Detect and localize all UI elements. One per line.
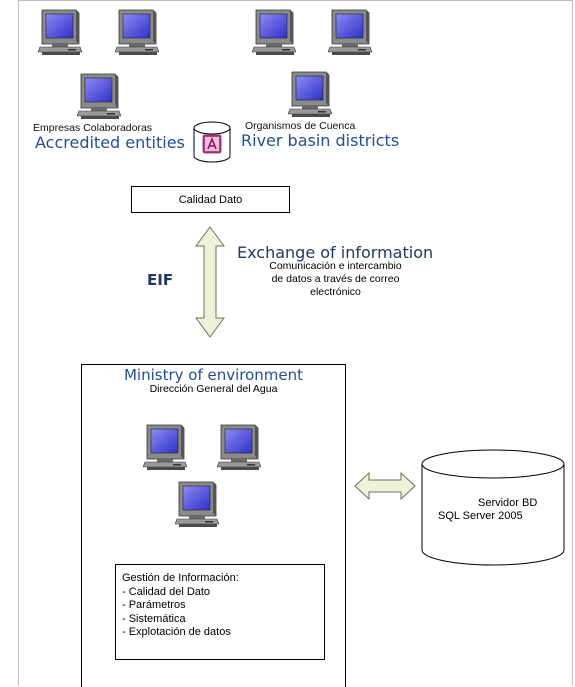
data-quality-label: Calidad Dato bbox=[178, 194, 243, 206]
management-heading: Gestión de Información: bbox=[122, 572, 239, 584]
accredited-entities-label-en: Accredited entities bbox=[35, 133, 185, 152]
page-frame bbox=[18, 0, 573, 686]
computer-icon bbox=[143, 423, 187, 471]
access-database-icon bbox=[193, 121, 231, 163]
computer-icon bbox=[328, 8, 372, 56]
computer-icon bbox=[115, 8, 159, 56]
accredited-entities-label-es: Empresas Colaboradoras bbox=[33, 122, 153, 134]
information-management-box: Gestión de Información: - Calidad del Da… bbox=[115, 564, 325, 660]
management-item: - Explotación de datos bbox=[122, 626, 231, 638]
management-item: - Parámetros bbox=[122, 599, 186, 611]
computer-icon bbox=[38, 8, 82, 56]
computer-icon bbox=[217, 423, 261, 471]
ministry-subtitle: Dirección General del Agua bbox=[149, 383, 278, 395]
exchange-title: Exchange of information bbox=[237, 243, 434, 262]
computer-icon bbox=[252, 8, 296, 56]
management-item: - Sistemática bbox=[122, 612, 186, 625]
river-basin-label-en: River basin districts bbox=[241, 131, 400, 150]
server-software: SQL Server 2005 bbox=[438, 510, 523, 522]
computer-icon bbox=[175, 480, 219, 528]
computer-icon bbox=[77, 72, 121, 120]
exchange-desc-line: de datos a través de correo bbox=[271, 273, 400, 285]
eif-label: EIF bbox=[147, 271, 174, 289]
river-basin-label-es: Organismos de Cuenca bbox=[245, 120, 356, 132]
computer-icon bbox=[288, 70, 332, 118]
exchange-description: Comunicación e intercambio de datos a tr… bbox=[243, 260, 428, 299]
server-name: Servidor BD bbox=[478, 497, 538, 509]
ministry-title: Ministry of environment bbox=[123, 366, 304, 384]
data-quality-box: Calidad Dato bbox=[131, 186, 290, 213]
exchange-desc-line: electrónico bbox=[310, 286, 361, 298]
management-item: - Calidad del Dato bbox=[122, 585, 211, 598]
server-link-arrow-icon bbox=[354, 472, 416, 500]
exchange-desc-line: Comunicación e intercambio bbox=[269, 260, 402, 272]
exchange-arrow-icon bbox=[195, 226, 225, 338]
database-server-icon bbox=[421, 449, 565, 566]
